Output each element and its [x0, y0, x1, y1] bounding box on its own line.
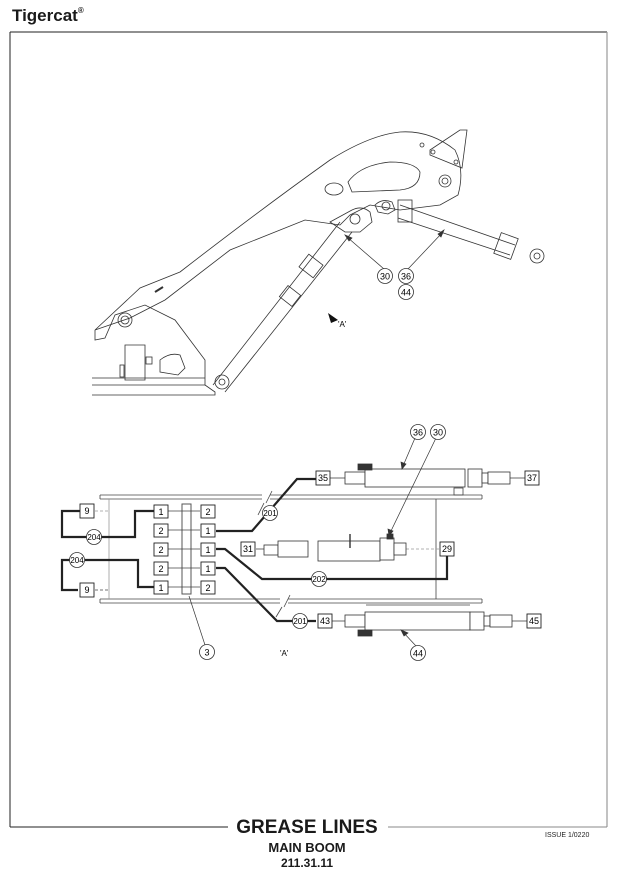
- svg-text:2: 2: [205, 507, 210, 517]
- svg-text:201: 201: [293, 617, 307, 626]
- svg-text:2: 2: [158, 526, 163, 536]
- drawing-title: GREASE LINES: [236, 817, 378, 838]
- svg-text:44: 44: [401, 288, 411, 298]
- svg-text:'A': 'A': [338, 320, 347, 329]
- boom-illustration: [92, 129, 545, 396]
- svg-text:44: 44: [413, 649, 423, 659]
- port-box: 2: [200, 504, 216, 519]
- svg-text:1: 1: [205, 564, 210, 574]
- upper-leaders: [344, 229, 445, 270]
- callout-44-upper: 44: [398, 284, 414, 300]
- cylinder-bottom: [344, 611, 513, 637]
- svg-text:9: 9: [84, 585, 89, 595]
- svg-text:201: 201: [263, 509, 277, 518]
- page-frame: [9, 31, 608, 828]
- cylinder-middle: [263, 533, 407, 562]
- svg-text:45: 45: [529, 616, 539, 626]
- port-box: 1: [200, 561, 216, 576]
- port-box: 2: [153, 542, 169, 557]
- brand-logo: Tigercat®: [12, 6, 84, 26]
- issue-label: ISSUE 1/0220: [545, 832, 590, 839]
- callout-44-lower: 44: [410, 645, 426, 661]
- svg-text:29: 29: [442, 544, 452, 554]
- drawing-subtitle: MAIN BOOM: [268, 840, 346, 855]
- fitting-box-35: 35: [315, 470, 331, 486]
- manifold-ports-left: 1 2 2 2 1: [153, 504, 169, 595]
- fitting-boxes: 9 9 35 37 31 29 43 45: [79, 470, 542, 629]
- fitting-box-9-top: 9: [79, 503, 95, 519]
- svg-text:2: 2: [158, 564, 163, 574]
- fitting-box-29: 29: [439, 541, 455, 557]
- port-box: 2: [153, 523, 169, 538]
- callout-30-upper: 30: [377, 268, 393, 284]
- svg-text:1: 1: [205, 526, 210, 536]
- callout-36-upper: 36: [398, 268, 414, 284]
- callout-201-top: 201: [262, 505, 278, 521]
- fitting-box-37: 37: [524, 470, 540, 486]
- page-number: 211.31.11: [280, 856, 334, 870]
- fitting-box-9-bottom: 9: [79, 582, 95, 598]
- fitting-box-45: 45: [526, 613, 542, 629]
- svg-text:202: 202: [312, 575, 326, 584]
- svg-text:35: 35: [318, 473, 328, 483]
- manifold-ports-right: 2 1 1 1 2: [200, 504, 216, 595]
- cylinder-callouts: 36 30 44 3: [199, 424, 446, 661]
- lower-leaders: [188, 437, 437, 647]
- callout-204-top: 204: [86, 529, 102, 545]
- svg-text:204: 204: [70, 556, 84, 565]
- svg-text:36: 36: [401, 272, 411, 282]
- port-connectors: [95, 477, 527, 622]
- callout-204-bottom: 204: [69, 552, 85, 568]
- svg-text:1: 1: [158, 583, 163, 593]
- svg-text:204: 204: [87, 533, 101, 542]
- port-box: 1: [153, 504, 169, 519]
- brand-name: Tigercat: [12, 6, 78, 25]
- fitting-box-43: 43: [317, 613, 333, 629]
- trademark-symbol: ®: [77, 6, 84, 15]
- view-arrow-icon: [328, 313, 338, 323]
- svg-text:43: 43: [320, 616, 330, 626]
- svg-text:36: 36: [413, 428, 423, 438]
- callout-3-manifold: 3: [199, 644, 215, 660]
- callout-202: 202: [311, 571, 327, 587]
- svg-text:9: 9: [84, 506, 89, 516]
- port-box: 1: [153, 580, 169, 595]
- fitting-box-31: 31: [240, 541, 256, 557]
- svg-text:1: 1: [205, 545, 210, 555]
- port-box: 2: [153, 561, 169, 576]
- hose-callouts: 204 204 201 202 201: [69, 505, 327, 629]
- svg-text:1: 1: [158, 507, 163, 517]
- callout-36-lower: 36: [410, 424, 426, 440]
- svg-text:3: 3: [204, 648, 209, 658]
- svg-text:2: 2: [158, 545, 163, 555]
- port-box: 2: [200, 580, 216, 595]
- view-a-label: 'A': [280, 649, 289, 658]
- svg-text:30: 30: [380, 272, 390, 282]
- view-a-marker: 'A': [328, 313, 347, 329]
- callout-201-bottom: 201: [292, 613, 308, 629]
- port-box: 1: [200, 523, 216, 538]
- svg-text:30: 30: [433, 428, 443, 438]
- svg-text:2: 2: [205, 583, 210, 593]
- port-box: 1: [200, 542, 216, 557]
- svg-text:37: 37: [527, 473, 537, 483]
- svg-text:31: 31: [243, 544, 253, 554]
- callout-30-lower: 30: [430, 424, 446, 440]
- cylinder-top: [344, 463, 511, 488]
